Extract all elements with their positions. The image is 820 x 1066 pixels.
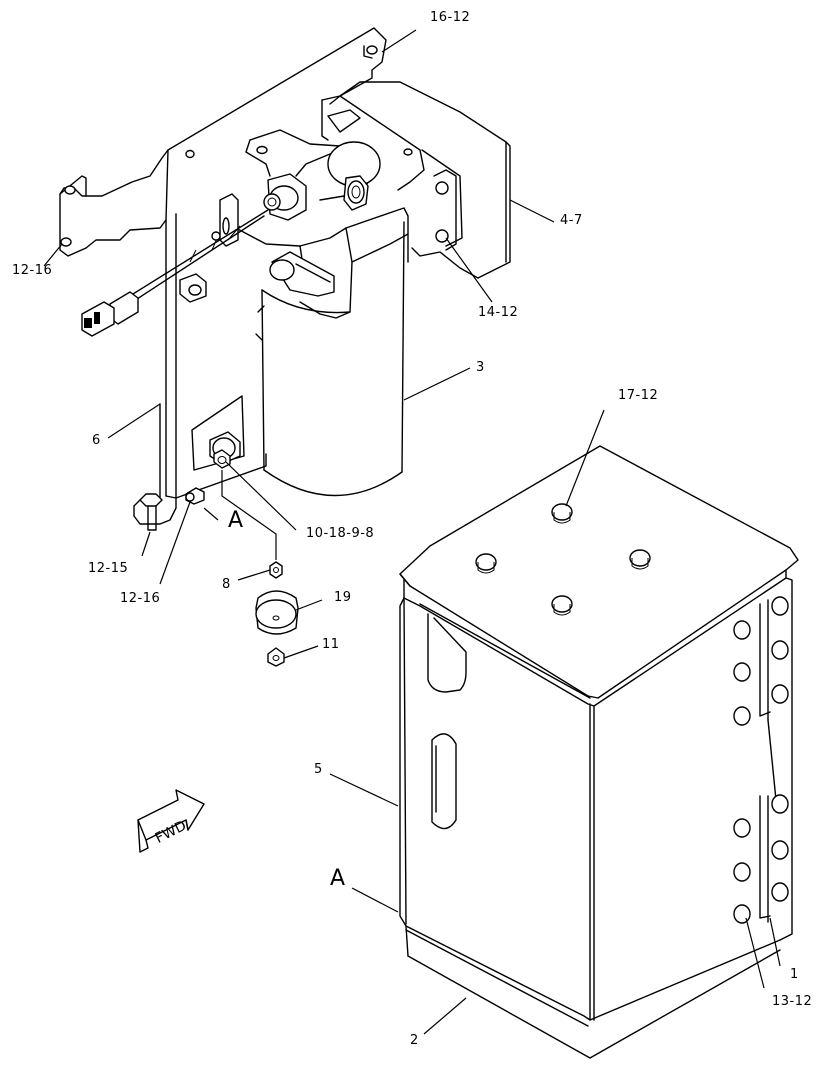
callout-11: 11 — [322, 637, 340, 652]
callout-12-15: 12-15 — [88, 561, 129, 576]
callout-10-18-9-8: 10-18-9-8 — [306, 526, 375, 541]
drain-parts — [209, 431, 299, 667]
tank — [399, 445, 799, 1059]
callout-5: 5 — [314, 762, 323, 777]
callout-14-12: 14-12 — [478, 305, 519, 320]
filter-canister — [255, 221, 405, 497]
callout-a-upper: A — [228, 508, 244, 533]
callout-19: 19 — [334, 590, 352, 605]
leader-lines — [43, 29, 781, 1035]
callout-a-lower: A — [330, 866, 346, 891]
callout-12-16-lower: 12-16 — [120, 591, 161, 606]
callout-13-12: 13-12 — [772, 994, 813, 1009]
callout-8: 8 — [222, 577, 231, 592]
callout-17-12: 17-12 — [618, 388, 659, 403]
mounting-bracket — [59, 27, 387, 531]
callout-12-16-left: 12-16 — [12, 263, 53, 278]
callout-6: 6 — [92, 433, 101, 448]
callout-16-12-top: 16-12 — [430, 10, 471, 25]
callout-4-7: 4-7 — [560, 213, 583, 228]
callout-3: 3 — [476, 360, 485, 375]
callout-1: 1 — [790, 967, 799, 982]
filter-head — [81, 81, 511, 337]
callout-2: 2 — [410, 1033, 419, 1048]
fwd-arrow: FWD — [137, 789, 205, 853]
